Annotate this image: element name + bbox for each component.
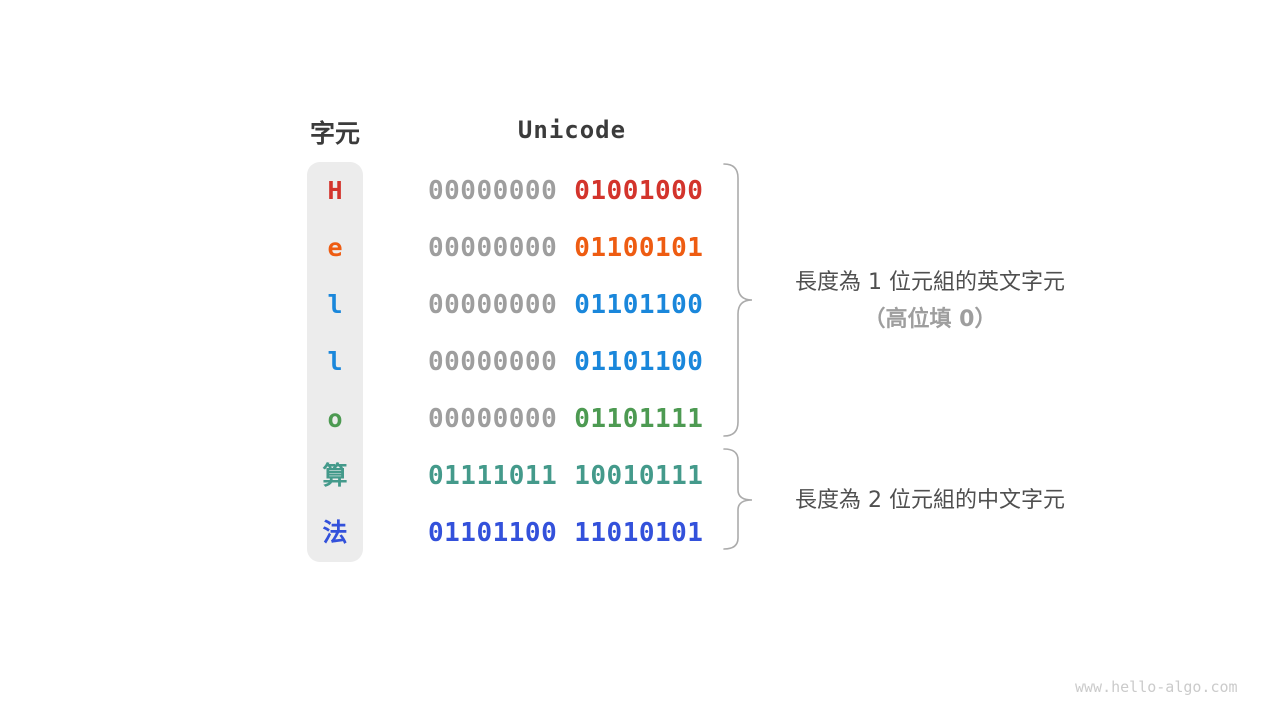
char-cell-l2: l bbox=[327, 347, 343, 376]
byte-low: 01101100 bbox=[574, 290, 704, 320]
annotation-chinese-line1: 長度為 2 位元組的中文字元 bbox=[795, 488, 1065, 513]
char-cell-suan: 算 bbox=[322, 461, 348, 490]
char-cell-e: e bbox=[327, 233, 343, 262]
unicode-bytes-l1: 00000000 01101100 bbox=[428, 288, 703, 322]
byte-high: 00000000 bbox=[428, 233, 558, 263]
char-cell-o: o bbox=[327, 404, 343, 433]
char-cell-h: H bbox=[327, 176, 343, 205]
byte-low: 10010111 bbox=[574, 461, 704, 491]
char-cell-fa: 法 bbox=[322, 518, 348, 547]
annotation-english-line1: 長度為 1 位元組的英文字元 bbox=[795, 270, 1065, 295]
column-header-unicode: Unicode bbox=[517, 116, 627, 144]
byte-low: 01001000 bbox=[574, 176, 704, 206]
byte-low: 01101111 bbox=[574, 404, 704, 434]
unicode-bytes-e: 00000000 01100101 bbox=[428, 231, 703, 265]
character-column-background bbox=[307, 162, 363, 562]
byte-high: 00000000 bbox=[428, 290, 558, 320]
char-cell-l1: l bbox=[327, 290, 343, 319]
annotation-chinese-group: 長度為 2 位元組的中文字元 bbox=[765, 490, 1095, 512]
byte-high: 01101100 bbox=[428, 518, 558, 548]
annotation-english-line2: （高位填 0） bbox=[863, 307, 997, 332]
column-header-char: 字元 bbox=[309, 119, 360, 148]
unicode-bytes-l2: 00000000 01101100 bbox=[428, 345, 703, 379]
unicode-bytes-h: 00000000 01001000 bbox=[428, 174, 703, 208]
byte-low: 01100101 bbox=[574, 233, 704, 263]
watermark: www.hello-algo.com bbox=[1075, 678, 1238, 696]
unicode-bytes-suan: 01111011 10010111 bbox=[428, 459, 703, 493]
unicode-bytes-o: 00000000 01101111 bbox=[428, 402, 703, 436]
byte-high: 00000000 bbox=[428, 404, 558, 434]
annotation-english-group: 長度為 1 位元組的英文字元 （高位填 0） bbox=[765, 272, 1095, 331]
brace-chinese-group-icon bbox=[723, 448, 753, 550]
byte-high: 00000000 bbox=[428, 347, 558, 377]
brace-english-group-icon bbox=[723, 163, 753, 437]
byte-low: 01101100 bbox=[574, 347, 704, 377]
byte-high: 00000000 bbox=[428, 176, 558, 206]
unicode-bytes-fa: 01101100 11010101 bbox=[428, 516, 703, 550]
byte-high: 01111011 bbox=[428, 461, 558, 491]
byte-low: 11010101 bbox=[574, 518, 704, 548]
